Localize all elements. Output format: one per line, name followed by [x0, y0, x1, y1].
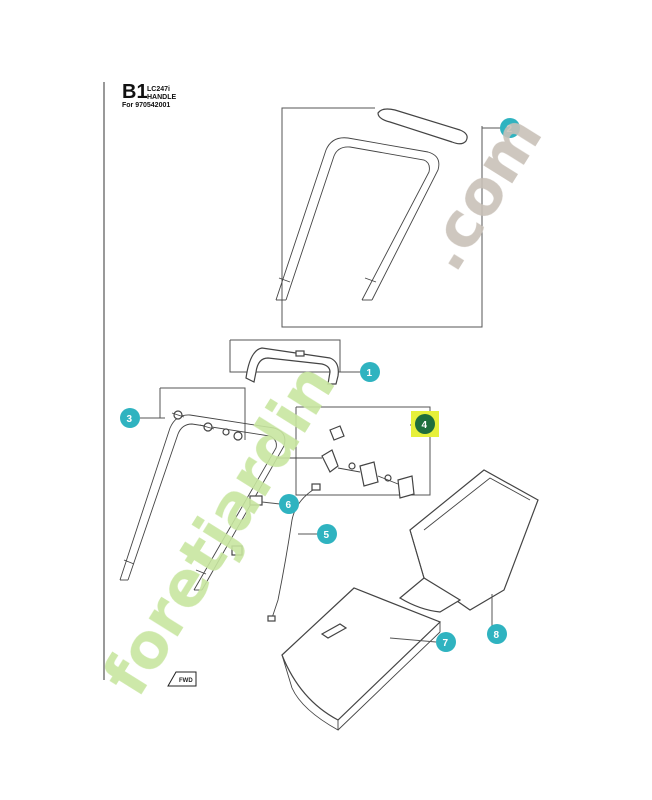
callout-8: 8	[487, 624, 507, 644]
callout-4-number: 4	[422, 420, 428, 431]
fwd-tag: FWD	[167, 671, 197, 687]
fwd-label: FWD	[179, 678, 193, 684]
control-box-group	[276, 406, 431, 499]
callout-8-number: 8	[494, 630, 500, 641]
callout-2-number: 2	[507, 124, 513, 135]
callout-5-number: 5	[324, 530, 330, 541]
section-code: B1	[122, 81, 148, 103]
cable-group	[231, 483, 321, 622]
callout-2: 2	[500, 118, 520, 138]
handle-bar-group	[229, 339, 360, 385]
model-name: LC247i	[147, 86, 170, 93]
for-line: For 970542001	[122, 102, 171, 109]
callout-6-number: 6	[286, 500, 292, 511]
grass-deflector-group	[281, 587, 442, 731]
callout-5: 5	[317, 524, 337, 544]
callout-4: 4	[411, 411, 439, 437]
callout-3-number: 3	[127, 414, 133, 425]
callout-3: 3	[120, 408, 140, 428]
lower-handle-group	[119, 387, 286, 591]
callout-1: 1	[360, 362, 380, 382]
callout-6: 6	[279, 494, 299, 514]
callout-1-number: 1	[367, 368, 373, 379]
grass-bag-group	[398, 469, 539, 628]
callout-7: 7	[436, 632, 456, 652]
upper-handle-group	[275, 107, 500, 328]
callout-7-number: 7	[443, 638, 449, 649]
section-title: HANDLE	[147, 94, 177, 101]
